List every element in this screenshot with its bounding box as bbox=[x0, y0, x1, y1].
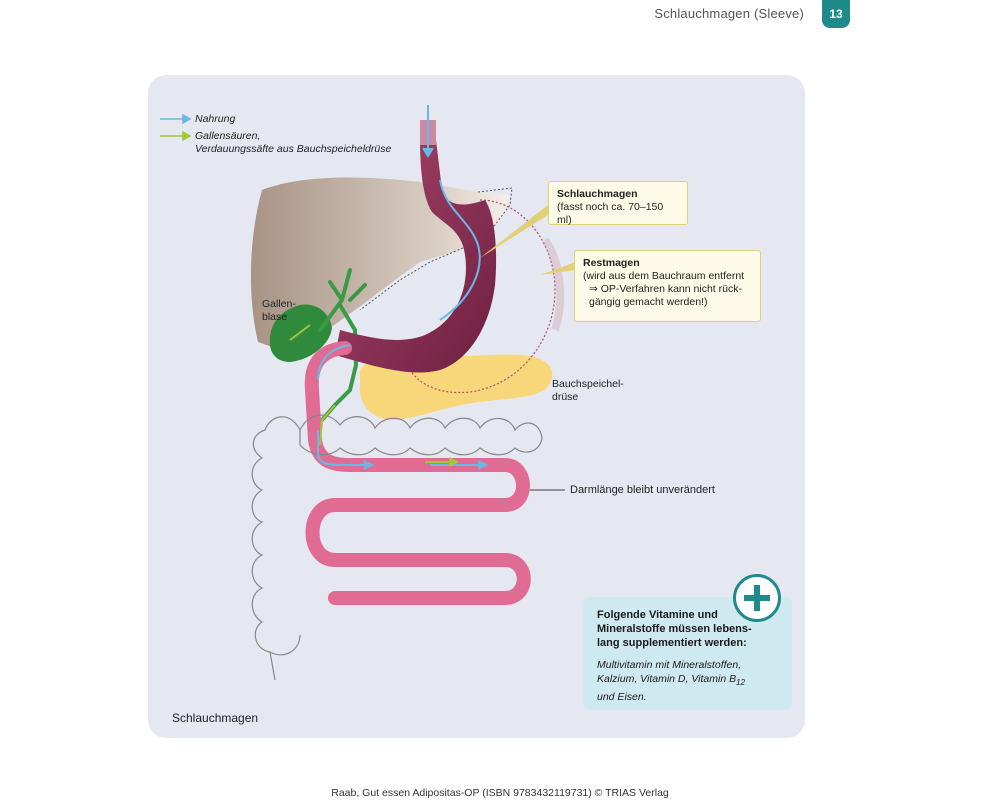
page-number-badge: 13 bbox=[822, 0, 850, 28]
large-intestine bbox=[251, 414, 543, 681]
supplement-body-line2: Kalzium, Vitamin D, Vitamin B12 bbox=[597, 672, 767, 690]
gallbladder-label-line1: Gallen- bbox=[262, 298, 296, 310]
pancreas-label-line2: drüse bbox=[552, 391, 579, 403]
legend-bile-label-line2: Verdauungssäfte aus Bauchspeicheldrüse bbox=[195, 143, 392, 155]
supplement-body-line3: und Eisen. bbox=[597, 691, 647, 704]
callout-pointer-sleeve bbox=[480, 205, 548, 258]
supplement-body-line1: Multivitamin mit Mineralstoffen, bbox=[597, 659, 742, 671]
supplement-info-heading: Folgende Vitamine und Mineralstoffe müss… bbox=[597, 608, 757, 650]
pancreas-label-line1: Bauchspeichel- bbox=[552, 378, 624, 390]
bile-flow-arrows bbox=[289, 324, 460, 467]
callout-sleeve-text: (fasst noch ca. 70–150 ml) bbox=[557, 201, 664, 226]
callout-remnant-title: Restmagen bbox=[583, 257, 640, 269]
supplement-info-body: Multivitamin mit Mineralstoffen, Kalzium… bbox=[597, 658, 767, 704]
callout-sleeve: Schlauchmagen (fasst noch ca. 70–150 ml) bbox=[548, 181, 688, 226]
sleeve-stomach bbox=[335, 140, 497, 373]
supplement-heading-line3: lang supplementiert werden: bbox=[597, 637, 747, 649]
callout-remnant-line3: gängig gemacht werden!) bbox=[589, 296, 708, 308]
vitamin-b12-subscript: 12 bbox=[736, 678, 745, 688]
gallbladder-label-line2: blase bbox=[262, 311, 288, 323]
intestine-label: Darmlänge bleibt unverändert bbox=[570, 484, 715, 496]
callout-pointer-remnant bbox=[540, 262, 576, 275]
supplement-heading-line2: Mineralstoffe müssen lebens- bbox=[597, 623, 752, 635]
bile-duct bbox=[318, 268, 367, 422]
diagram-caption: Schlauchmagen bbox=[172, 711, 259, 725]
legend-food-arrow bbox=[160, 113, 192, 125]
food-flow-arrows bbox=[317, 105, 489, 470]
legend-food-label: Nahrung bbox=[195, 113, 236, 125]
callout-remnant-line1: (wird aus dem Bauchraum entfernt bbox=[583, 270, 745, 282]
page-footer: Raab, Gut essen Adipositas-OP (ISBN 9783… bbox=[331, 787, 669, 799]
page-header-title: Schlauchmagen (Sleeve) bbox=[654, 6, 804, 21]
callout-sleeve-title: Schlauchmagen bbox=[557, 188, 638, 200]
legend-bile-arrow bbox=[160, 130, 192, 142]
legend-bile-label-line1: Gallensäuren, bbox=[195, 130, 261, 142]
gallbladder bbox=[269, 304, 332, 362]
callout-remnant-line2: ⇒ OP-Verfahren kann nicht rück- bbox=[589, 283, 742, 295]
supplement-body-line2-text: Kalzium, Vitamin D, Vitamin B bbox=[597, 673, 737, 685]
supplement-heading-line1: Folgende Vitamine und bbox=[597, 609, 718, 621]
callout-remnant: Restmagen (wird aus dem Bauchraum entfer… bbox=[574, 250, 761, 322]
small-intestine bbox=[304, 341, 531, 605]
plus-icon bbox=[733, 574, 781, 622]
